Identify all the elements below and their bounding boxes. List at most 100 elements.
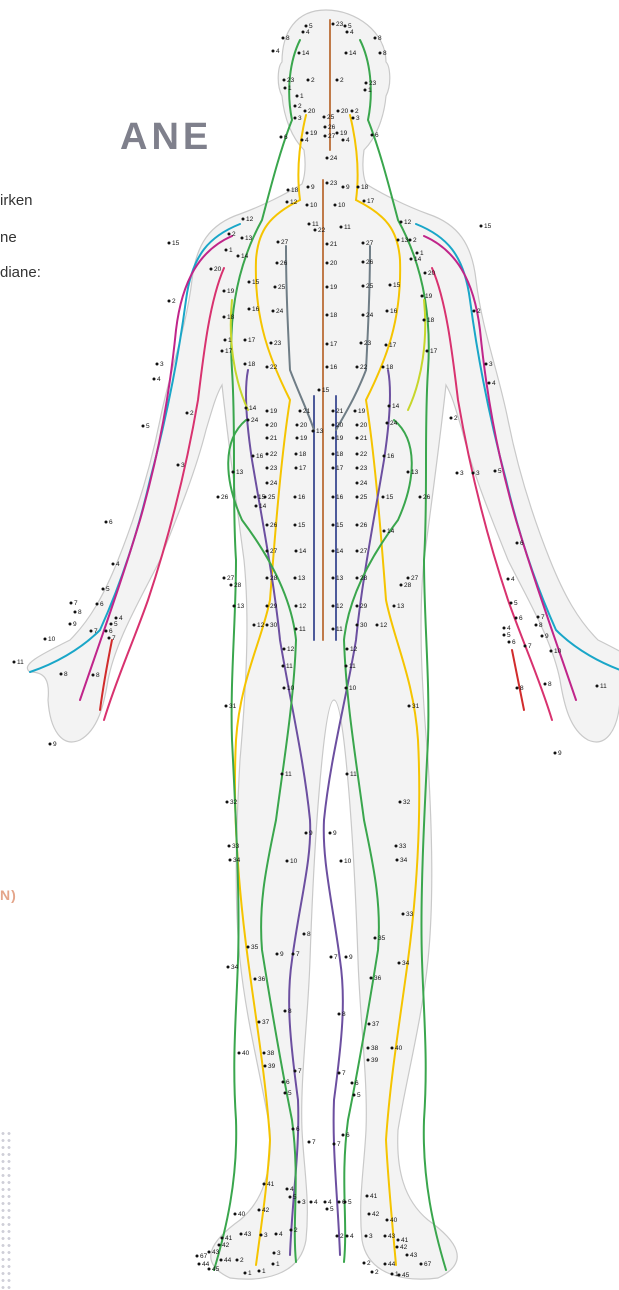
point-dot <box>296 424 299 427</box>
point-number: 18 <box>330 312 338 319</box>
point-dot <box>324 1201 327 1204</box>
point-dot <box>277 241 280 244</box>
point-marker: 33 <box>228 843 240 850</box>
point-dot <box>314 229 317 232</box>
point-dot <box>266 482 269 485</box>
point-dot <box>258 1021 261 1024</box>
point-dot <box>223 577 226 580</box>
point-number: 16 <box>256 453 264 460</box>
point-dot <box>345 52 348 55</box>
point-number: 2 <box>232 231 236 238</box>
point-number: 3 <box>460 470 464 477</box>
point-dot <box>357 186 360 189</box>
point-number: 11 <box>299 626 306 633</box>
point-number: 30 <box>270 622 278 629</box>
point-number: 14 <box>241 253 249 260</box>
point-dot <box>264 1065 267 1068</box>
point-number: 30 <box>360 622 368 629</box>
point-number: 9 <box>280 951 284 958</box>
point-dot <box>397 1239 400 1242</box>
point-dot <box>323 116 326 119</box>
point-number: 12 <box>246 216 254 223</box>
point-number: 26 <box>423 494 431 501</box>
point-number: 37 <box>372 1021 380 1028</box>
point-dot <box>296 437 299 440</box>
point-dot <box>70 602 73 605</box>
point-number: 10 <box>338 202 346 209</box>
point-number: 3 <box>369 1233 373 1240</box>
point-number: 8 <box>548 681 552 688</box>
point-number: 43 <box>388 1233 396 1240</box>
point-dot <box>386 422 389 425</box>
point-number: 9 <box>545 633 549 640</box>
point-dot <box>544 683 547 686</box>
point-number: 25 <box>366 283 374 290</box>
point-dot <box>516 687 519 690</box>
point-marker: 10 <box>340 858 352 865</box>
point-number: 23 <box>364 340 372 347</box>
point-dot <box>270 342 273 345</box>
point-number: 5 <box>507 632 511 639</box>
point-marker: 2 <box>450 415 459 422</box>
point-number: 17 <box>248 337 256 344</box>
point-dot <box>236 1259 239 1262</box>
point-dot <box>402 913 405 916</box>
point-number: 5 <box>330 1206 334 1213</box>
point-dot <box>298 1201 301 1204</box>
point-dot <box>345 956 348 959</box>
point-dot <box>248 308 251 311</box>
point-dot <box>196 1255 199 1258</box>
point-dot <box>282 37 285 40</box>
point-number: 40 <box>242 1050 250 1057</box>
point-number: 9 <box>311 184 315 191</box>
point-dot <box>362 285 365 288</box>
point-dot <box>292 1128 295 1131</box>
point-dot <box>294 105 297 108</box>
point-number: 4 <box>507 625 511 632</box>
point-dot <box>225 249 228 252</box>
point-dot <box>303 933 306 936</box>
point-number: 13 <box>401 237 409 244</box>
point-number: 23 <box>270 465 278 472</box>
point-dot <box>283 687 286 690</box>
point-dot <box>237 255 240 258</box>
point-number: 41 <box>370 1193 378 1200</box>
point-dot <box>485 363 488 366</box>
point-number: 16 <box>387 453 395 460</box>
point-number: 18 <box>427 317 435 324</box>
point-marker: 9 <box>69 621 78 628</box>
point-number: 3 <box>277 1250 281 1257</box>
point-marker: 9 <box>345 954 354 961</box>
point-number: 18 <box>291 187 299 194</box>
point-marker: 4 <box>324 1199 333 1206</box>
point-number: 40 <box>390 1217 398 1224</box>
point-dot <box>345 665 348 668</box>
point-dot <box>400 584 403 587</box>
point-dot <box>294 577 297 580</box>
point-dot <box>332 23 335 26</box>
point-dot <box>310 1201 313 1204</box>
point-number: 40 <box>395 1045 403 1052</box>
point-number: 27 <box>411 575 419 582</box>
point-marker: 7 <box>330 954 339 961</box>
point-dot <box>266 467 269 470</box>
point-dot <box>354 410 357 413</box>
point-number: 6 <box>520 540 524 547</box>
point-dot <box>227 966 230 969</box>
point-dot <box>473 310 476 313</box>
point-marker: 34 <box>229 857 241 864</box>
point-dot <box>223 290 226 293</box>
point-dot <box>416 252 419 255</box>
point-dot <box>326 262 329 265</box>
point-number: 16 <box>252 306 260 313</box>
point-dot <box>96 603 99 606</box>
point-dot <box>338 1201 341 1204</box>
point-dot <box>102 588 105 591</box>
point-number: 6 <box>519 615 523 622</box>
point-number: 9 <box>309 830 313 837</box>
point-dot <box>391 1273 394 1276</box>
point-number: 4 <box>276 48 280 55</box>
point-number: 20 <box>330 260 338 267</box>
point-number: 31 <box>229 703 237 710</box>
